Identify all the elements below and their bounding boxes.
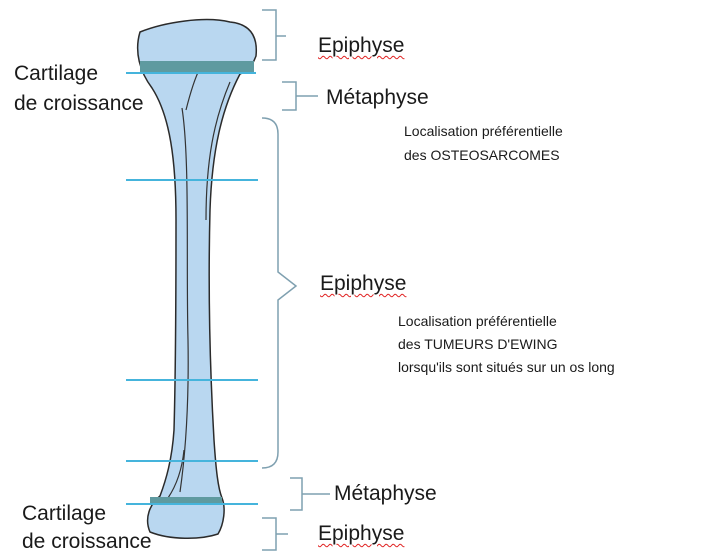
bracket-epiphyse-top — [262, 10, 286, 60]
note-osteosarcome-line2: des OSTEOSARCOMES — [404, 147, 560, 163]
note-ewing-line3: lorsqu'ils sont situés sur un os long — [398, 359, 615, 375]
label-epiphyse-top: Epiphyse — [318, 34, 404, 58]
label-cartilage-top-line1: Cartilage — [14, 62, 98, 86]
bracket-metaphyse-top — [282, 82, 318, 110]
label-cartilage-top-line2: de croissance — [14, 92, 144, 116]
bracket-diaphysis — [262, 118, 296, 468]
note-osteosarcome-line1: Localisation préférentielle — [404, 123, 563, 139]
label-metaphyse-bottom: Métaphyse — [334, 482, 437, 506]
label-cartilage-bottom-line1: Cartilage — [22, 502, 106, 526]
growth-plate-top — [140, 61, 254, 72]
label-cartilage-bottom-line2: de croissance — [22, 530, 152, 554]
note-ewing-line2: des TUMEURS D'EWING — [398, 336, 558, 352]
label-epiphyse-middle: Epiphyse — [320, 272, 406, 296]
label-epiphyse-bottom: Epiphyse — [318, 522, 404, 546]
label-metaphyse-top: Métaphyse — [326, 86, 429, 110]
bracket-metaphyse-bottom — [290, 478, 330, 510]
note-ewing-line1: Localisation préférentielle — [398, 313, 557, 329]
bracket-epiphyse-bottom — [262, 518, 288, 550]
